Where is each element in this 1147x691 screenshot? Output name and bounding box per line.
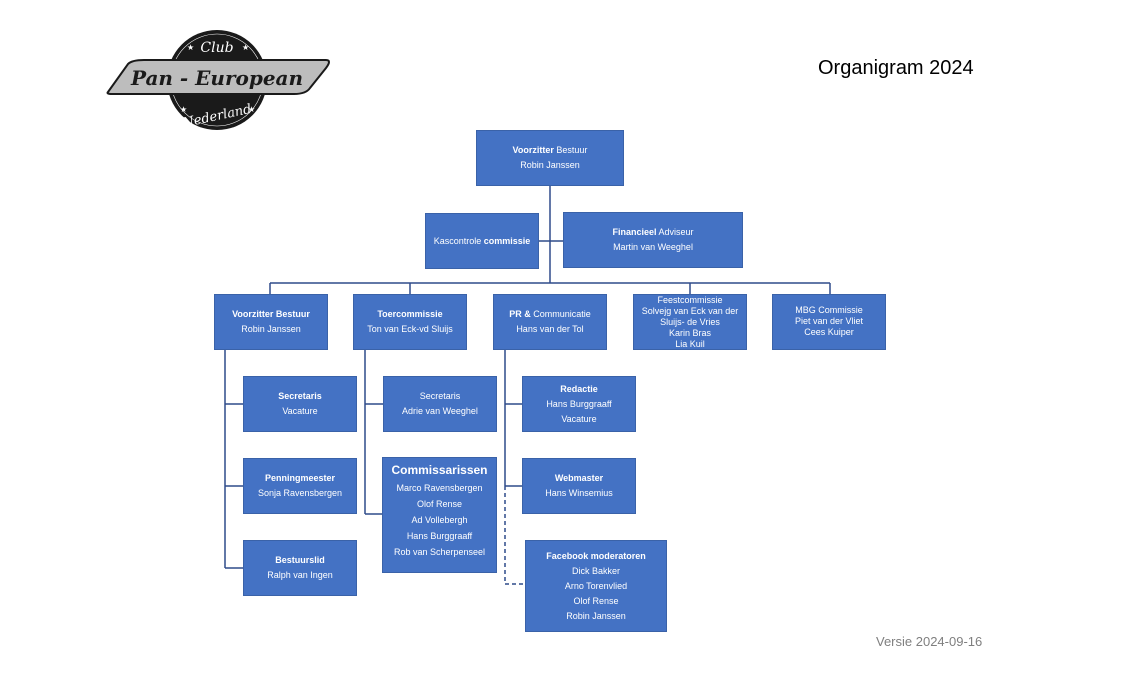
- member-name: Hans Burggraaff: [406, 531, 473, 541]
- commissarissen-title: Commissarissen: [391, 463, 488, 477]
- role-label: Penningmeester: [264, 473, 336, 483]
- mbg-commissie-box: MBG Commissie Piet van der Vliet Cees Ku…: [772, 294, 886, 350]
- svg-text:Pan - European: Pan - European: [130, 66, 303, 90]
- name-label: Adrie van Weeghel: [402, 406, 478, 416]
- name-label: Robin Janssen: [241, 324, 301, 334]
- role-label: Facebook moderatoren: [546, 550, 646, 561]
- bestuurslid-box: Bestuurslid Ralph van Ingen: [243, 540, 357, 596]
- svg-text:★: ★: [242, 43, 249, 52]
- svg-text:★: ★: [248, 105, 255, 114]
- name-label: Sonja Ravensbergen: [257, 488, 343, 498]
- member-line: Vacature: [561, 413, 597, 424]
- member-line: Cees Kuiper: [804, 327, 854, 337]
- member-line: Piet van der Vliet: [794, 316, 864, 326]
- name-label: Ton van Eck-vd Sluijs: [367, 324, 453, 334]
- kascontrole-bold: commissie: [483, 235, 531, 246]
- kascontrole-text: Kascontrole: [433, 235, 482, 246]
- member-name: Dick Bakker: [571, 565, 620, 576]
- member-line: Karin Bras: [668, 328, 712, 338]
- role-label: Feestcommissie: [657, 295, 723, 305]
- role-label: Voorzitter: [512, 145, 554, 155]
- name-label: Hans Winsemius: [545, 488, 613, 498]
- facebook-moderatoren-box: Facebook moderatoren Dick Bakker Arno To…: [525, 540, 667, 632]
- version-label: Versie 2024-09-16: [876, 634, 983, 649]
- role-label: Secretaris: [278, 391, 322, 401]
- webmaster-box: Webmaster Hans Winsemius: [522, 458, 636, 514]
- svg-text:★: ★: [187, 43, 194, 52]
- member-line: Hans Burggraaff: [546, 398, 612, 409]
- member-name: Rob van Scherpenseel: [393, 547, 486, 557]
- role-label: Toercommissie: [377, 309, 443, 319]
- role-label: Secretaris: [419, 391, 461, 401]
- page-title: Organigram 2024: [818, 57, 974, 79]
- role-rest: Communicatie: [533, 309, 591, 319]
- kascontrole-box: Kascontrole commissie: [425, 213, 539, 269]
- club-logo: Club Pan - European Nederland ★ ★ ★ ★: [106, 30, 330, 131]
- secretaris-toer-box: Secretaris Adrie van Weeghel: [383, 376, 497, 432]
- member-line: Lia Kuil: [675, 339, 705, 349]
- voorzitter-bestuur-box: Voorzitter Bestuur Robin Janssen: [214, 294, 328, 350]
- voorzitter-top-box: Voorzitter Bestuur Robin Janssen: [476, 130, 624, 186]
- member-name: Ad Vollebergh: [411, 515, 468, 525]
- svg-text:★: ★: [180, 105, 187, 114]
- role-label: Redactie: [560, 383, 598, 394]
- role-label: PR &: [509, 309, 531, 319]
- role-rest: Bestuur: [556, 145, 588, 155]
- name-label: Hans van der Tol: [516, 324, 584, 334]
- name-label: Vacature: [282, 406, 318, 416]
- member-name: Marco Ravensbergen: [396, 483, 483, 493]
- member-name: Olof Rense: [416, 499, 463, 509]
- role-label: Webmaster: [554, 473, 604, 483]
- name-label: Martin van Weeghel: [613, 242, 693, 252]
- role-label: Voorzitter Bestuur: [232, 309, 310, 319]
- penningmeester-box: Penningmeester Sonja Ravensbergen: [243, 458, 357, 514]
- commissarissen-box: Commissarissen Marco Ravensbergen Olof R…: [382, 457, 497, 573]
- pr-communicatie-box: PR & Communicatie Hans van der Tol: [493, 294, 607, 350]
- secretaris-bestuur-box: Secretaris Vacature: [243, 376, 357, 432]
- redactie-box: Redactie Hans Burggraaff Vacature: [522, 376, 636, 432]
- role-label: Financieel: [612, 227, 657, 237]
- role-label: MBG Commissie: [795, 305, 863, 315]
- svg-text:Club: Club: [200, 40, 233, 56]
- member-name: Robin Janssen: [566, 610, 626, 621]
- member-name: Olof Rense: [573, 595, 619, 606]
- name-label: Ralph van Ingen: [267, 570, 333, 580]
- feestcommissie-box: Feestcommissie Solvejg van Eck van der S…: [633, 294, 747, 350]
- financieel-box: Financieel Adviseur Martin van Weeghel: [563, 212, 743, 268]
- role-rest: Adviseur: [658, 227, 694, 237]
- member-line: Solvejg van Eck van der: [641, 306, 739, 316]
- member-name: Arno Torenvlied: [564, 580, 628, 591]
- member-line: Sluijs- de Vries: [660, 317, 720, 327]
- name-label: Robin Janssen: [520, 160, 580, 170]
- toercommissie-box: Toercommissie Ton van Eck-vd Sluijs: [353, 294, 467, 350]
- role-label: Bestuurslid: [275, 555, 325, 565]
